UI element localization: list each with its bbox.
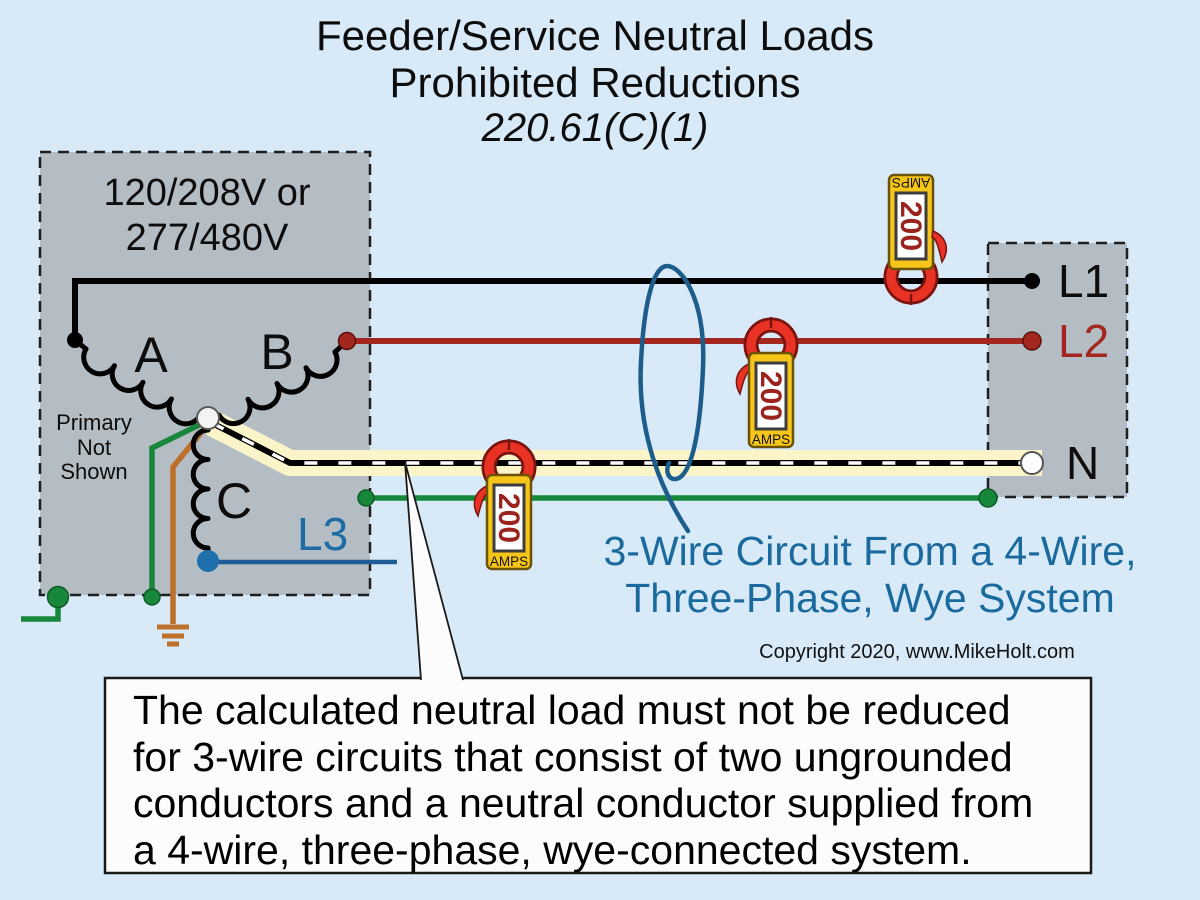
winding-b-coil xyxy=(216,349,340,427)
note-box xyxy=(103,676,1093,875)
primary-note-line-1: Primary xyxy=(56,410,132,435)
caption-line-1: 3-Wire Circuit From a 4-Wire, xyxy=(603,528,1137,574)
wire-neutral xyxy=(206,411,1042,476)
ground-dot-4 xyxy=(978,488,998,508)
winding-label-c: C xyxy=(215,473,253,529)
terminal-label-l2: L2 xyxy=(1058,315,1110,367)
title-line-1: Feeder/Service Neutral Loads xyxy=(316,12,874,59)
note-text: The calculated neutral load must not be … xyxy=(133,687,1083,873)
wire-l1 xyxy=(72,278,1032,340)
terminal-dot-b xyxy=(337,331,357,351)
caption-line-2: Three-Phase, Wye System xyxy=(625,574,1115,621)
ammeter-l1-reading: 200 xyxy=(894,201,927,251)
ammeter-l1-unit: AMPS xyxy=(892,175,930,190)
copyright-notice: Copyright 2020, www.MikeHolt.com xyxy=(759,641,1075,663)
ground-symbol xyxy=(157,624,189,647)
title-code-reference: 220.61(C)(1) xyxy=(481,106,709,150)
winding-c-coil xyxy=(190,427,211,551)
source-voltage-label: 120/208V or 277/480V xyxy=(57,171,357,261)
title-line-2: Prohibited Reductions xyxy=(389,59,801,106)
ammeter-l2: AMPS 200 xyxy=(735,317,793,447)
note-line-4: a 4-wire, three-phase, wye-connected sys… xyxy=(133,826,972,873)
terminal-dot-c xyxy=(197,550,219,572)
ammeter-neutral-reading: 200 xyxy=(492,493,525,543)
circuit-highlight-loop xyxy=(638,263,706,534)
wire-grounding-electrode xyxy=(149,422,201,597)
winding-label-a: A xyxy=(134,327,168,383)
ground-dot-1 xyxy=(143,588,161,606)
ground-dot-2 xyxy=(46,585,70,609)
terminal-label-neutral: N xyxy=(1066,437,1100,489)
circuit-caption: 3-Wire Circuit From a 4-Wire, Three-Phas… xyxy=(570,528,1170,621)
neutral-point-dot xyxy=(196,406,220,430)
note-line-2: for 3-wire circuits that consist of two … xyxy=(133,733,1013,780)
winding-label-b: B xyxy=(260,324,294,380)
winding-a-coil xyxy=(81,346,203,427)
l1-terminal-dot xyxy=(1024,273,1040,289)
primary-note-line-3: Shown xyxy=(60,459,128,484)
ammeter-neutral-unit: AMPS xyxy=(490,554,528,569)
ground-dot-3 xyxy=(357,489,375,507)
voltage-line-2: 277/480V xyxy=(125,217,289,259)
note-line-3: conductors and a neutral conductor suppl… xyxy=(133,780,1034,826)
ammeter-l1: AMPS 200 xyxy=(889,175,948,305)
terminal-label-l3: L3 xyxy=(297,508,349,560)
terminal-label-l1: L1 xyxy=(1058,255,1110,307)
primary-note-line-2: Not xyxy=(76,434,112,460)
ammeter-l1-trigger xyxy=(931,229,948,264)
neutral-terminal-dot xyxy=(1020,451,1044,475)
ammeter-l2-unit: AMPS xyxy=(752,432,790,447)
note-line-1: The calculated neutral load must not be … xyxy=(133,687,1011,733)
note-callout-pointer xyxy=(404,461,464,681)
l2-terminal-dot xyxy=(1022,331,1042,351)
voltage-line-1: 120/208V or xyxy=(103,172,311,214)
primary-note: Primary Not Shown xyxy=(42,410,146,485)
ammeter-l2-reading: 200 xyxy=(754,371,787,421)
ammeter-neutral: AMPS 200 xyxy=(473,439,531,569)
terminal-dot-a xyxy=(67,332,83,348)
page-title: Feeder/Service Neutral Loads Prohibited … xyxy=(195,12,995,150)
